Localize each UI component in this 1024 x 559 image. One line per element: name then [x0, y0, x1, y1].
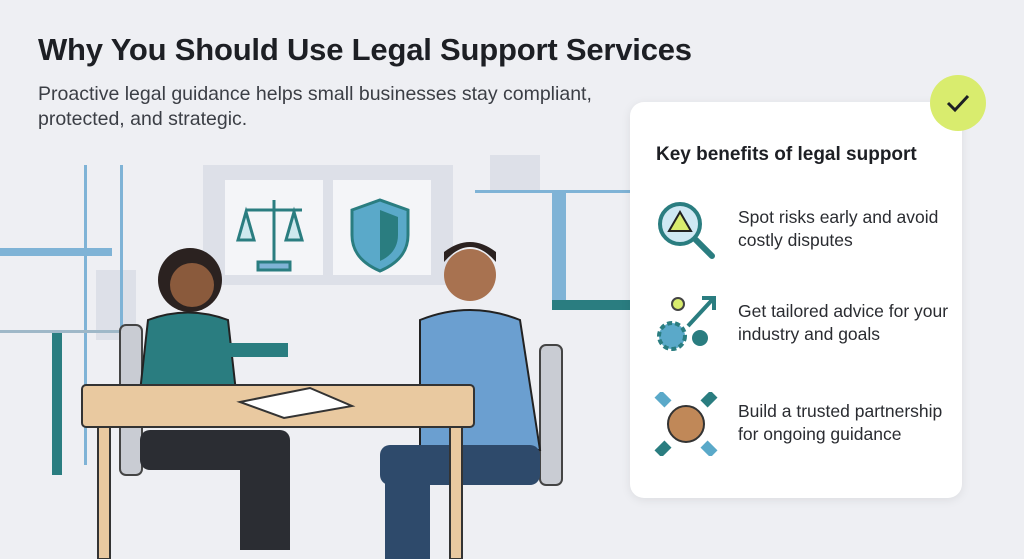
- checkmark-icon: [946, 94, 970, 113]
- magnifier-warning-icon: [658, 202, 715, 259]
- gears-arrow-icon: [657, 296, 716, 351]
- handshake-icon: [654, 392, 718, 456]
- card-title: Key benefits of legal support: [656, 144, 917, 165]
- checkmark-badge: [930, 75, 986, 131]
- document-icon: [236, 386, 356, 420]
- benefits-card: Key benefits of legal support Spot risks…: [630, 102, 962, 498]
- scales-of-justice-icon: [236, 200, 304, 272]
- page-subtitle: Proactive legal guidance helps small bus…: [38, 83, 592, 130]
- page-title: Why You Should Use Legal Support Service…: [38, 32, 692, 67]
